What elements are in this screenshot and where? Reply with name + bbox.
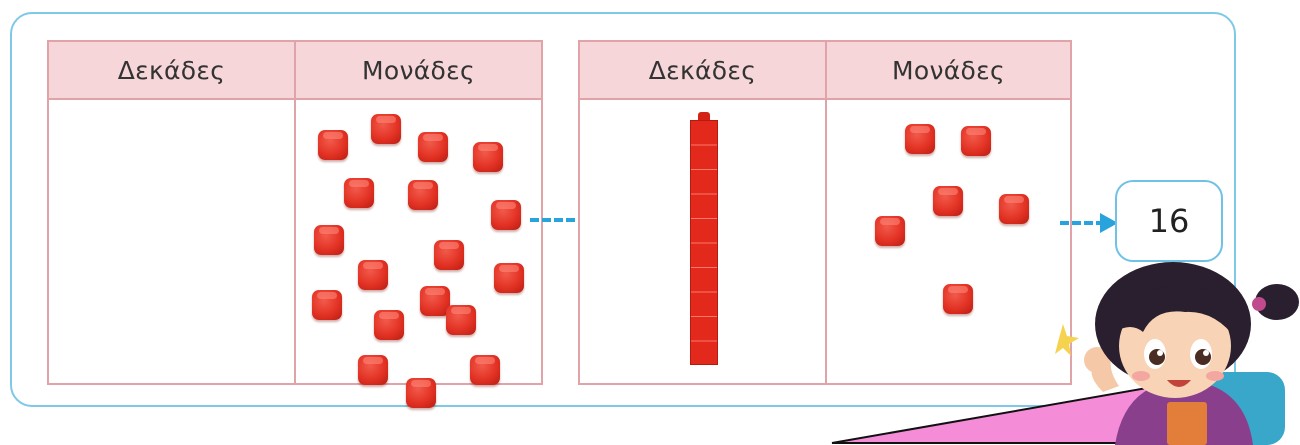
units-header: Μονάδες	[296, 42, 541, 100]
unit-cube	[318, 130, 348, 160]
unit-cube	[418, 132, 448, 162]
unit-cube	[875, 216, 905, 246]
unit-cube	[371, 114, 401, 144]
unit-cube	[420, 286, 450, 316]
unit-cube	[374, 310, 404, 340]
unit-cube	[943, 284, 973, 314]
place-value-table-before: Δεκάδες Μονάδες	[47, 40, 543, 408]
tens-column: Δεκάδες	[580, 42, 825, 383]
unit-cube	[406, 378, 436, 408]
units-cell	[827, 100, 1070, 383]
unit-cube	[408, 180, 438, 210]
arrow-right-icon	[1060, 213, 1118, 233]
result-box: 16	[1115, 180, 1223, 262]
units-header: Μονάδες	[827, 42, 1070, 100]
result-value: 16	[1148, 202, 1190, 240]
unit-cube	[494, 263, 524, 293]
unit-cube	[446, 305, 476, 335]
unit-cube	[905, 124, 935, 154]
exercise-frame	[10, 12, 1236, 407]
unit-cube	[473, 142, 503, 172]
tens-header: Δεκάδες	[580, 42, 825, 100]
unit-cube	[470, 355, 500, 385]
unit-cube	[344, 178, 374, 208]
unit-cube	[999, 194, 1029, 224]
unit-cube	[358, 355, 388, 385]
girl-character-illustration	[1055, 262, 1299, 445]
units-column: Μονάδες	[294, 42, 541, 408]
ten-rod-cap	[698, 112, 710, 121]
tens-column: Δεκάδες	[49, 42, 294, 383]
unit-cube	[358, 260, 388, 290]
unit-cube	[434, 240, 464, 270]
unit-cube	[312, 290, 342, 320]
unit-cube	[491, 200, 521, 230]
tens-header: Δεκάδες	[49, 42, 294, 100]
unit-cube	[314, 225, 344, 255]
ten-rod	[690, 120, 718, 365]
unit-cube	[961, 126, 991, 156]
place-value-table-after: Δεκάδες Μονάδες	[578, 40, 1072, 385]
tens-cell-empty	[49, 100, 294, 383]
units-column: Μονάδες	[825, 42, 1070, 383]
tens-cell	[580, 100, 825, 383]
unit-cube	[933, 186, 963, 216]
units-cell	[296, 100, 541, 408]
